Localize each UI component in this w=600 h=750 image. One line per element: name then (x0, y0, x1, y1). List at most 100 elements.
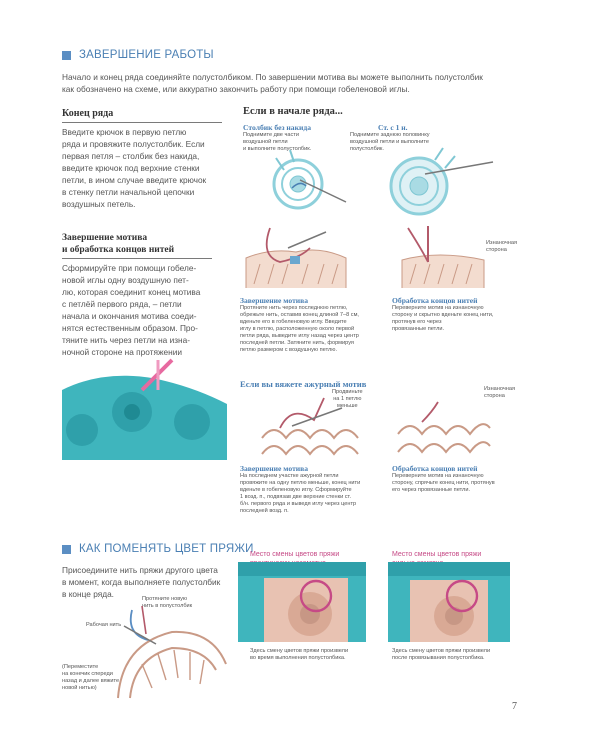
openwork-heading: Если вы вяжете ажурный мотив (240, 379, 367, 389)
move-yarn-note: (Переместите на конечик спереди назад и … (62, 664, 119, 692)
ends-title: Обработка концов нитей (392, 296, 478, 305)
finish-motif-text: Протяните нить через последнюю петлю, об… (240, 305, 359, 354)
text-line: вденьте в гобеленовую иглу. Сформируйте (240, 487, 352, 493)
row-end-text: Введите крючок в первую петлю ряда и про… (62, 126, 206, 210)
section-title-text: КАК ПОМЕНЯТЬ ЦВЕТ ПРЯЖИ (79, 543, 254, 555)
text-line: петлю размером с воздушную петлю. (240, 347, 338, 353)
text-line: Место смены цветов пряжи (392, 551, 482, 558)
divider (62, 122, 222, 123)
text-line: воздушной петли (243, 139, 288, 145)
text-line: На последнем участке ажурной петли (240, 473, 339, 479)
text-line: полустолбик. (350, 146, 384, 152)
dc-title: Ст. с 1 н. (378, 123, 408, 132)
photo-subtle-color-change (238, 562, 366, 642)
sc-circle-diagram (272, 149, 347, 210)
finish-motif-drawing (245, 227, 347, 288)
text-line: с петлёй первого ряда, – петли (62, 299, 182, 309)
text-line: Поднимите две части (243, 132, 299, 138)
text-line: тяните нить через петли на изна- (62, 335, 191, 345)
text-line: Протяните новую (142, 596, 188, 602)
openwork-finish-text: На последнем участке ажурной петли провя… (240, 473, 360, 515)
photo-visible-color-change (388, 562, 510, 642)
dc-text: Поднимите заднюю половинку воздушной пет… (350, 132, 430, 153)
pull-new-yarn-label: Протяните новую нить в полустолбик (142, 596, 192, 610)
sc-title: Столбик без накида (243, 123, 311, 132)
text-line: петли, в ином случае введите крючок (62, 175, 207, 185)
section-square-icon (62, 50, 71, 60)
text-line: сторона (486, 247, 507, 253)
motif-heading: Завершение мотива и обработка концов нит… (62, 232, 174, 256)
text-line: 1 возд. п., подвязав две верхние стенки … (240, 494, 352, 500)
openwork-label: Продвиньте на 1 петлю меньше (332, 389, 363, 410)
text-line: Переверните мотив на изнаночную (392, 305, 484, 311)
text-line: последней возд. п. (240, 508, 289, 514)
text-line: в момент, когда выполняете полустолбик (62, 577, 221, 587)
text-line: воздушной петли и выполните (350, 139, 429, 145)
sc-text: Поднимите две части воздушной петли и вы… (243, 132, 311, 153)
text-line: его через провязанные петли. (392, 487, 471, 493)
color-change-drawing (117, 605, 227, 699)
text-line: последней петли. Затяните нить, формируя (240, 340, 354, 346)
text-line: назад и далее вяжите (62, 678, 120, 684)
text-line: нятся естественным образом. Про- (62, 323, 198, 333)
openwork-finish-title: Завершение мотива (240, 464, 309, 473)
text-line: протянув его через (392, 319, 442, 325)
text-line: новой нитью) (62, 685, 97, 691)
intro-line: как обозначено на схеме, или аккуратно з… (62, 84, 410, 94)
color-change-text: Присоедините нить пряжи другого цвета в … (62, 564, 220, 600)
row-start-heading: Если в начале ряда... (243, 106, 343, 117)
text-line: провязанные петли. (392, 326, 445, 332)
text-line: Место смены цветов пряжи (250, 551, 340, 558)
text-line: Здесь смену цветов пряжи произвели (250, 648, 349, 654)
text-line: вденьте его в гобеленовую иглу. Введите (240, 319, 347, 325)
text-line: Протяните нить через последнюю петлю, (240, 305, 348, 311)
text-line: начала и окончания мотива соеди- (62, 311, 197, 321)
divider (62, 258, 212, 259)
text-line: воздушных петель. (62, 199, 136, 209)
teal-motif-photo (62, 358, 227, 460)
motif-text: Сформируйте при помощи гобеле- новой игл… (62, 262, 200, 370)
text-line: и выполните полустолбик. (243, 146, 312, 152)
working-yarn-label: Рабочая нить (86, 622, 122, 628)
openwork-ends-text: Переверните мотив на изнаночную сторону,… (392, 473, 495, 494)
text-line: Переверните мотив на изнаночную (392, 473, 484, 479)
text-line: введите крючок под верхние стенки (62, 163, 200, 173)
photo2-note: Здесь смену цветов пряжи произвели после… (392, 648, 490, 662)
text-line: меньше (337, 403, 358, 409)
text-line: лю, которая соединит конец мотива (62, 287, 201, 297)
ends-motif-drawing (401, 226, 485, 288)
text-line: иглу в петлю, расположенную около первой (240, 326, 355, 332)
text-line: петли ряда, выведите иглу назад через це… (240, 333, 359, 339)
text-line: после провязывания полустолбика. (392, 655, 485, 661)
openwork-finish-drawing (261, 397, 359, 456)
text-line: в стенку петли начальной цепочки (62, 187, 195, 197)
text-line: во время выполнения полустолбика. (250, 655, 346, 661)
section-title-finishing: ЗАВЕРШЕНИЕ РАБОТЫ (62, 49, 214, 61)
intro-paragraph: Начало и конец ряда соединяйте полустолб… (62, 71, 542, 95)
intro-line: Начало и конец ряда соединяйте полустолб… (62, 72, 483, 82)
text-line: сторону, спрячьте конец нити, протянув (392, 480, 495, 486)
ends-text: Переверните мотив на изнаночную сторону … (392, 305, 494, 333)
text-line: ночной стороне на протяжении (62, 347, 183, 357)
text-line: (Переместите (62, 664, 99, 670)
openwork-ends-title: Обработка концов нитей (392, 464, 478, 473)
finish-motif-title: Завершение мотива (240, 296, 309, 305)
text-line: Здесь смену цветов пряжи произвели (392, 648, 491, 654)
section-title-text: ЗАВЕРШЕНИЕ РАБОТЫ (79, 49, 214, 61)
text-line: Сформируйте при помощи гобеле- (62, 263, 197, 273)
openwork-wrong-side-label: Изнаночная сторона (484, 386, 515, 400)
section-square-icon (62, 544, 71, 554)
text-line: Присоедините нить пряжи другого цвета (62, 565, 218, 575)
text-line: Изнаночная (486, 240, 518, 246)
text-line: в конце ряда. (62, 589, 114, 599)
openwork-ends-drawing (397, 401, 491, 454)
section-title-color-change: КАК ПОМЕНЯТЬ ЦВЕТ ПРЯЖИ (62, 543, 254, 555)
text-line: сторона (484, 393, 505, 399)
heading-line: и обработка концов нитей (62, 245, 175, 255)
row-end-heading: Конец ряда (62, 108, 114, 119)
text-line: на конечик спереди (62, 671, 113, 677)
text-line: Введите крючок в первую петлю (62, 127, 187, 137)
photo1-note: Здесь смену цветов пряжи произвели во вр… (250, 648, 348, 662)
text-line: первая петля – столбик без накида, (62, 151, 200, 161)
text-line: ряда и провяжите полустолбик. Если (62, 139, 205, 149)
